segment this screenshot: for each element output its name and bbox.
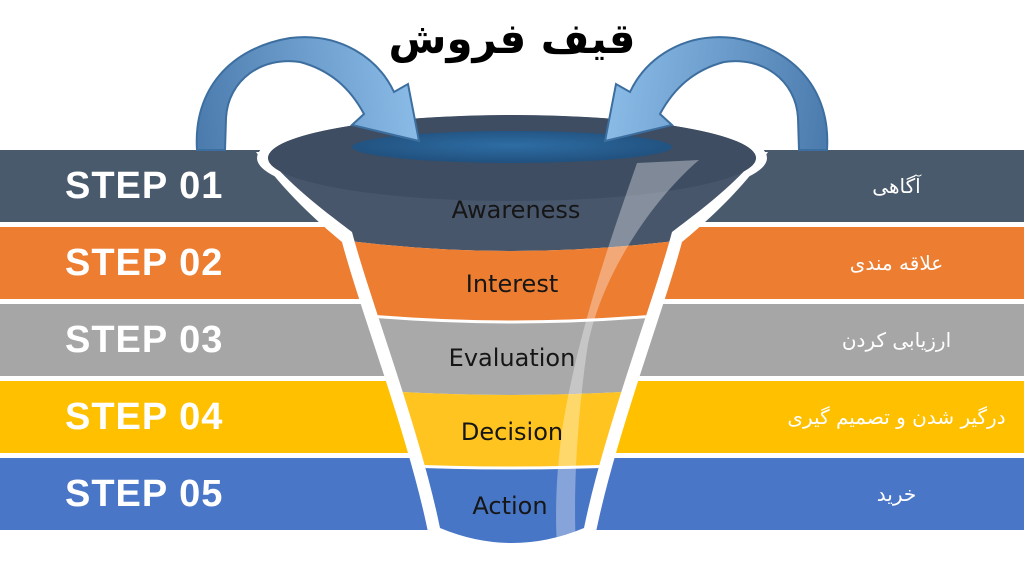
step-04-label: STEP 04 <box>65 395 224 438</box>
flow-arrow-right-icon <box>603 36 829 151</box>
step-04-persian-label: درگیر شدن و تصمیم گیری <box>787 405 1006 429</box>
flow-arrow-left-icon <box>195 36 421 151</box>
funnel-shine-streak <box>556 160 699 543</box>
step-02-label: STEP 02 <box>65 241 224 284</box>
funnel-label-awareness: Awareness <box>452 196 581 224</box>
funnel-label-interest: Interest <box>466 270 558 298</box>
step-03-persian-label: ارزیابی کردن <box>841 328 952 352</box>
funnel-label-decision: Decision <box>461 418 563 446</box>
step-05-persian-label: خرید <box>876 482 917 506</box>
slide-title: قیف فروش <box>388 14 636 63</box>
step-02-persian-label: علاقه مندی <box>849 251 944 275</box>
step-03-label: STEP 03 <box>65 318 224 361</box>
funnel-label-evaluation: Evaluation <box>449 344 576 372</box>
funnel-opening <box>352 131 672 163</box>
step-05-label: STEP 05 <box>65 472 224 515</box>
funnel-label-action: Action <box>472 492 547 520</box>
funnel-section-interest <box>268 223 756 322</box>
step-01-persian-label: آگاهی <box>872 174 921 198</box>
step-01-label: STEP 01 <box>65 164 224 207</box>
